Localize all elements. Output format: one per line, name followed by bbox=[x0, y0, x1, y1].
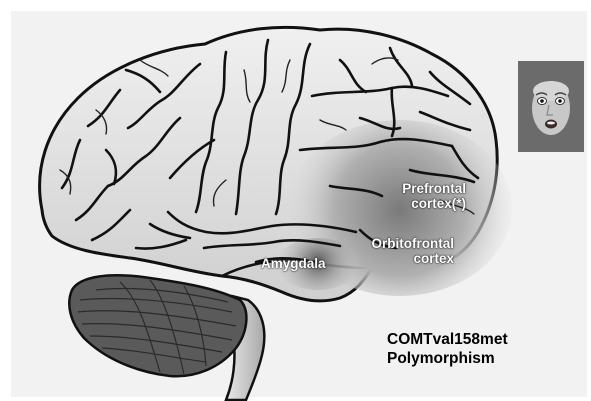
polymorphism-caption: COMTval158met Polymorphism bbox=[387, 330, 508, 368]
amygdala-label: Amygdala bbox=[261, 256, 326, 271]
orbitofrontal-cortex-label: Orbitofrontal cortex bbox=[360, 236, 454, 266]
caption-line1: COMTval158met bbox=[387, 330, 508, 349]
prefrontal-label-line1: Prefrontal bbox=[388, 181, 466, 196]
orbitofrontal-label-line1: Orbitofrontal bbox=[360, 236, 454, 251]
caption-line2: Polymorphism bbox=[387, 349, 508, 368]
prefrontal-cortex-label: Prefrontal cortex(*) bbox=[388, 181, 466, 211]
fearful-face-photo bbox=[518, 61, 584, 152]
face-icon bbox=[518, 61, 584, 152]
prefrontal-label-line2: cortex(*) bbox=[388, 196, 466, 211]
orbitofrontal-label-line2: cortex bbox=[360, 251, 454, 266]
